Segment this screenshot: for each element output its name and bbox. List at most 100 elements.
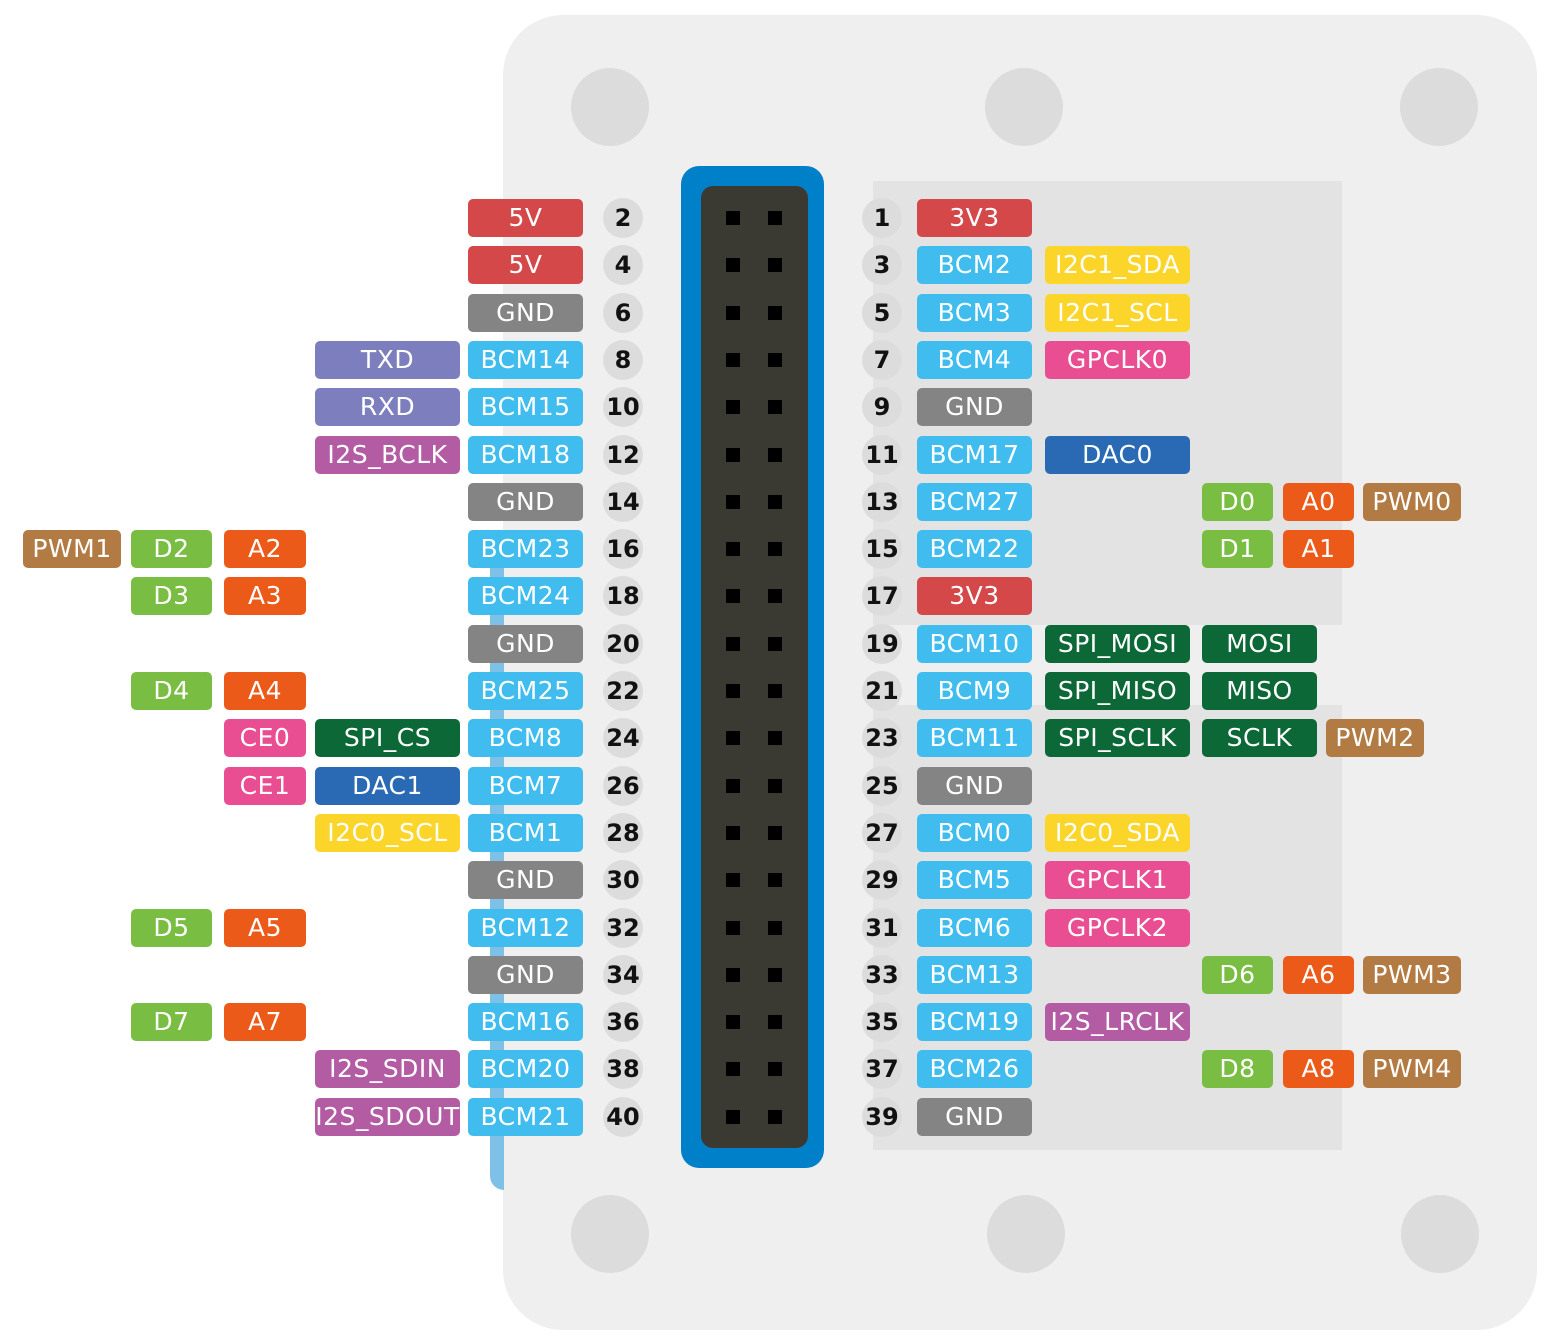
pin-hole-39 bbox=[726, 1109, 740, 1124]
pin-31-label-gpclk2: GPCLK2 bbox=[1045, 908, 1190, 947]
pin-12-label-i2s-bclk: I2S_BCLK bbox=[315, 435, 460, 474]
pin-number-13: 13 bbox=[862, 481, 902, 522]
pin-hole-33 bbox=[726, 967, 740, 982]
pin-33-label-pwm3: PWM3 bbox=[1363, 955, 1461, 994]
pin-5-label-bcm3: BCM3 bbox=[917, 293, 1032, 332]
pin-hole-2 bbox=[768, 211, 782, 225]
mounting-hole-top-center bbox=[985, 68, 1063, 146]
pin-number-4: 4 bbox=[603, 245, 643, 286]
pin-14-label-gnd: GND bbox=[468, 482, 583, 521]
pin-hole-1 bbox=[726, 211, 740, 225]
pin-29-label-gpclk1: GPCLK1 bbox=[1045, 861, 1190, 900]
pin-number-33: 33 bbox=[862, 954, 902, 995]
pin-23-label-pwm2: PWM2 bbox=[1326, 719, 1424, 758]
pin-16-label-a2: A2 bbox=[224, 530, 306, 569]
pin-number-19: 19 bbox=[862, 623, 902, 664]
pin-number-2: 2 bbox=[603, 198, 643, 238]
pin-33-label-bcm13: BCM13 bbox=[917, 955, 1032, 994]
pin-17-label-3v3: 3V3 bbox=[917, 577, 1032, 616]
pin-hole-30 bbox=[768, 873, 782, 888]
pin-number-3: 3 bbox=[862, 245, 902, 286]
pin-hole-3 bbox=[726, 258, 740, 273]
pin-number-27: 27 bbox=[862, 812, 902, 853]
mounting-hole-bottom-right bbox=[1401, 1195, 1479, 1273]
pin-hole-10 bbox=[768, 400, 782, 415]
pin-number-39: 39 bbox=[862, 1096, 902, 1137]
pin-19-label-mosi: MOSI bbox=[1202, 624, 1317, 663]
pin-hole-31 bbox=[726, 920, 740, 935]
pin-hole-20 bbox=[768, 636, 782, 651]
pin-26-label-ce1: CE1 bbox=[224, 766, 306, 805]
pin-number-32: 32 bbox=[603, 907, 643, 948]
pin-27-label-bcm0: BCM0 bbox=[917, 813, 1032, 852]
pin-hole-34 bbox=[768, 967, 782, 982]
pin-number-20: 20 bbox=[603, 623, 643, 664]
pin-24-label-bcm8: BCM8 bbox=[468, 719, 583, 758]
pin-28-label-bcm1: BCM1 bbox=[468, 813, 583, 852]
pin-hole-5 bbox=[726, 305, 740, 320]
pin-25-label-gnd: GND bbox=[917, 766, 1032, 805]
pin-number-38: 38 bbox=[603, 1049, 643, 1090]
pin-hole-38 bbox=[768, 1062, 782, 1077]
pin-hole-37 bbox=[726, 1062, 740, 1077]
pin-hole-17 bbox=[726, 589, 740, 604]
pin-9-label-gnd: GND bbox=[917, 388, 1032, 427]
pin-number-5: 5 bbox=[862, 292, 902, 333]
pin-23-label-bcm11: BCM11 bbox=[917, 719, 1032, 758]
pin-hole-32 bbox=[768, 920, 782, 935]
pin-hole-22 bbox=[768, 684, 782, 698]
pin-15-label-d1: D1 bbox=[1202, 530, 1273, 569]
pin-hole-21 bbox=[726, 684, 740, 698]
pin-number-31: 31 bbox=[862, 907, 902, 948]
pin-28-label-i2c0-scl: I2C0_SCL bbox=[315, 813, 460, 852]
pin-19-label-bcm10: BCM10 bbox=[917, 624, 1032, 663]
pin-hole-4 bbox=[768, 258, 782, 273]
pin-number-24: 24 bbox=[603, 718, 643, 759]
mounting-hole-top-left bbox=[571, 68, 649, 146]
pin-1-label-3v3: 3V3 bbox=[917, 199, 1032, 237]
pin-hole-8 bbox=[768, 352, 782, 367]
pin-21-label-bcm9: BCM9 bbox=[917, 672, 1032, 710]
pin-number-34: 34 bbox=[603, 954, 643, 995]
pin-35-label-bcm19: BCM19 bbox=[917, 1003, 1032, 1042]
pin-33-label-d6: D6 bbox=[1202, 955, 1273, 994]
pin-13-label-bcm27: BCM27 bbox=[917, 482, 1032, 521]
pin-35-label-i2s-lrclk: I2S_LRCLK bbox=[1045, 1003, 1190, 1042]
pin-8-label-txd: TXD bbox=[315, 340, 460, 379]
pin-32-label-bcm12: BCM12 bbox=[468, 908, 583, 947]
pin-26-label-dac1: DAC1 bbox=[315, 766, 460, 805]
pin-36-label-d7: D7 bbox=[131, 1003, 212, 1042]
pin-number-22: 22 bbox=[603, 671, 643, 711]
pin-hole-36 bbox=[768, 1015, 782, 1030]
pin-31-label-bcm6: BCM6 bbox=[917, 908, 1032, 947]
pin-10-label-bcm15: BCM15 bbox=[468, 388, 583, 427]
pin-32-label-d5: D5 bbox=[131, 908, 212, 947]
pin-hole-6 bbox=[768, 305, 782, 320]
pin-number-7: 7 bbox=[862, 339, 902, 380]
pin-22-label-a4: A4 bbox=[224, 672, 306, 710]
mounting-hole-top-right bbox=[1400, 68, 1478, 146]
pin-number-10: 10 bbox=[603, 387, 643, 428]
pin-6-label-gnd: GND bbox=[468, 293, 583, 332]
pin-13-label-d0: D0 bbox=[1202, 482, 1273, 521]
pin-27-label-i2c0-sda: I2C0_SDA bbox=[1045, 813, 1190, 852]
pin-21-label-spi-miso: SPI_MISO bbox=[1045, 672, 1190, 710]
pin-16-label-bcm23: BCM23 bbox=[468, 530, 583, 569]
pin-3-label-bcm2: BCM2 bbox=[917, 246, 1032, 285]
pin-hole-28 bbox=[768, 825, 782, 840]
pin-37-label-bcm26: BCM26 bbox=[917, 1050, 1032, 1089]
pin-number-16: 16 bbox=[603, 529, 643, 570]
pin-number-37: 37 bbox=[862, 1049, 902, 1090]
pin-38-label-i2s-sdin: I2S_SDIN bbox=[315, 1050, 460, 1089]
pin-19-label-spi-mosi: SPI_MOSI bbox=[1045, 624, 1190, 663]
pin-16-label-pwm1: PWM1 bbox=[23, 530, 121, 569]
pin-16-label-d2: D2 bbox=[131, 530, 212, 569]
pin-hole-25 bbox=[726, 778, 740, 793]
pin-number-23: 23 bbox=[862, 718, 902, 759]
pin-hole-12 bbox=[768, 447, 782, 462]
pin-11-label-bcm17: BCM17 bbox=[917, 435, 1032, 474]
pin-22-label-bcm25: BCM25 bbox=[468, 672, 583, 710]
pin-number-18: 18 bbox=[603, 576, 643, 617]
pin-number-8: 8 bbox=[603, 339, 643, 380]
gpio-header-body bbox=[701, 186, 808, 1148]
